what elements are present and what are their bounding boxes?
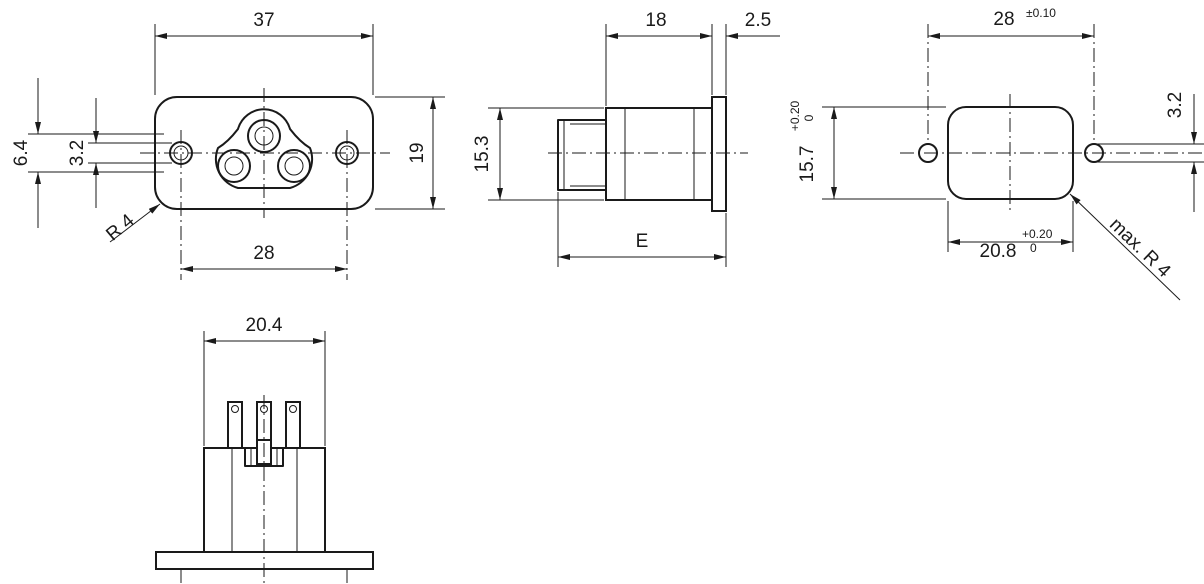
dim-label-28-cutout: 28	[993, 9, 1014, 30]
dim-tol-20-8-lower: 0	[1030, 241, 1037, 255]
front-contact-right	[277, 149, 311, 183]
side-body	[605, 107, 713, 201]
front-socket-outline	[214, 108, 314, 189]
front-contact-left-inner	[224, 156, 244, 176]
leader-max-r4	[1069, 193, 1181, 301]
dim-label-max-r4: max. R 4	[1105, 214, 1175, 282]
dim-tol-28-cutout: ±0.10	[1026, 6, 1056, 20]
front-view: 37 28 19 6.4 3.2 R 4	[11, 10, 445, 280]
dim-label-3-2-front: 3.2	[67, 140, 88, 166]
dim-label-3-2-cutout: 3.2	[1165, 92, 1186, 118]
dim-label-18: 18	[645, 10, 666, 31]
cutout-hole-right	[1084, 143, 1104, 163]
cutout-hole-left	[918, 143, 938, 163]
dim-tol-15-7-lower: 0	[802, 114, 816, 121]
front-contact-right-inner	[284, 156, 304, 176]
front-contact-left	[217, 149, 251, 183]
dim-label-28-front: 28	[253, 243, 274, 264]
front-mounting-hole-left	[169, 141, 193, 165]
bottom-view: 20.4	[155, 315, 374, 584]
side-flange	[711, 96, 727, 212]
front-contact-top	[247, 119, 281, 153]
bottom-pin-left	[227, 401, 243, 449]
bottom-pin-right	[285, 401, 301, 449]
front-contact-top-inner	[254, 126, 274, 146]
leader-r4-front	[109, 203, 161, 243]
front-mounting-hole-left-inner	[173, 145, 189, 161]
dim-label-15-7: 15.7	[797, 146, 818, 183]
dim-label-2-5: 2.5	[745, 10, 771, 31]
dim-label-20-4: 20.4	[246, 315, 283, 336]
cutout-view: 28 ±0.10 15.7 +0.20 0 20.8 +0.20 0 3.2 m…	[788, 6, 1204, 301]
dim-label-6-4: 6.4	[11, 139, 32, 166]
dim-tol-15-7-upper: +0.20	[788, 100, 802, 131]
dim-label-20-8: 20.8	[980, 241, 1017, 262]
dim-label-37: 37	[253, 10, 274, 31]
front-mounting-hole-right-inner	[339, 145, 355, 161]
front-mounting-hole-right	[335, 141, 359, 165]
dim-tol-20-8-upper: +0.20	[1022, 227, 1053, 241]
dim-label-15-3: 15.3	[472, 136, 493, 173]
dim-label-19: 19	[407, 142, 428, 163]
dim-label-r4-front: R 4	[102, 210, 138, 245]
dim-label-e: E	[636, 231, 649, 252]
side-contacts	[557, 119, 607, 191]
side-view: 18 2.5 15.3 E	[472, 10, 780, 267]
